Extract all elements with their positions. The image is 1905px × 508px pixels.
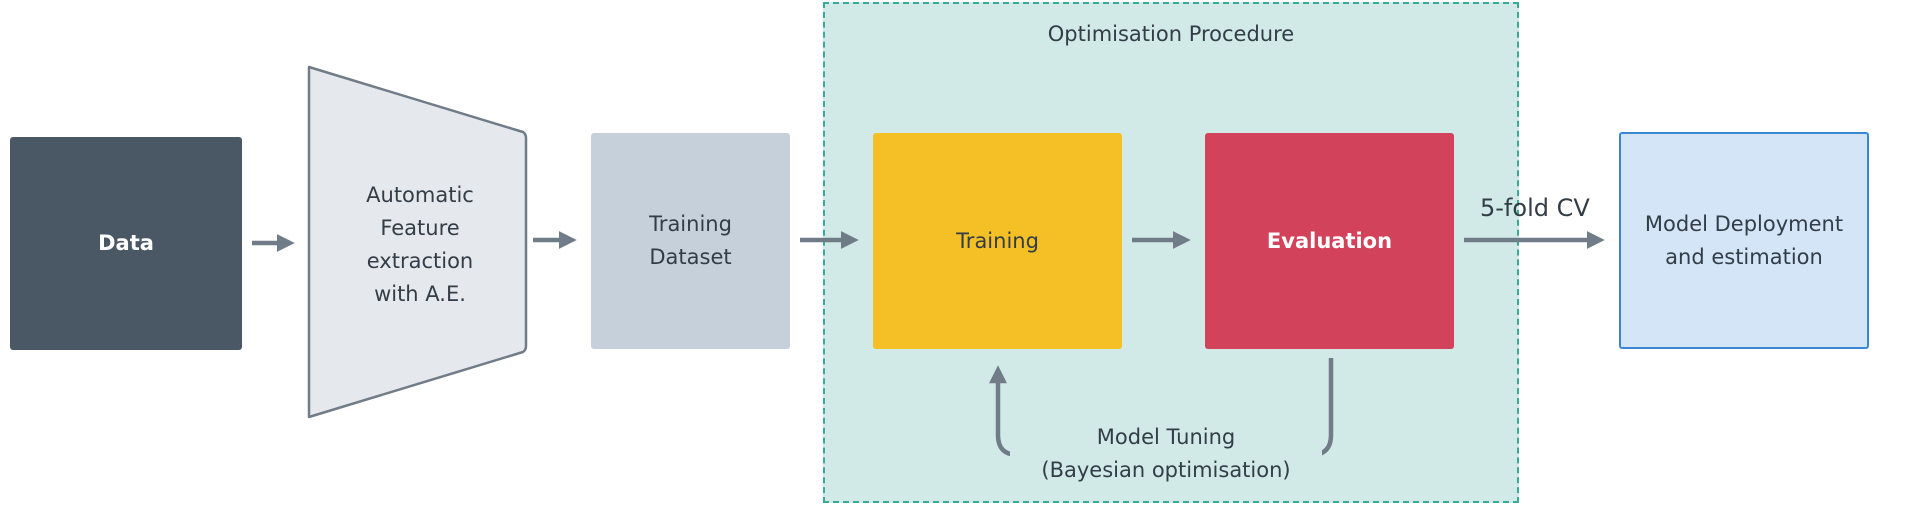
data-node-label: Data <box>98 231 154 255</box>
data-node: Data <box>10 137 242 350</box>
feature-extraction-node <box>307 65 528 419</box>
deployment-label: Model Deployment and estimation <box>1644 211 1844 269</box>
training-node: Training <box>873 133 1122 349</box>
tuning-edge-label: Model Tuning (Bayesian optimisation) <box>1010 421 1322 487</box>
evaluation-label: Evaluation <box>1266 228 1393 253</box>
feature-extraction-label: Automatic Feature extraction with A.E. <box>366 183 474 306</box>
training-dataset-label: Training Dataset <box>649 212 732 269</box>
training-label: Training <box>956 228 1039 253</box>
training-dataset-node: Training Dataset <box>591 133 790 349</box>
evaluation-node: Evaluation <box>1205 133 1454 349</box>
feature-extraction-label-wrap: Automatic Feature extraction with A.E. <box>330 160 510 330</box>
optimisation-procedure-title: Optimisation Procedure <box>1047 22 1295 46</box>
deployment-node: Model Deployment and estimation <box>1619 132 1869 349</box>
cv-edge-label: 5-fold CV <box>1480 194 1590 222</box>
